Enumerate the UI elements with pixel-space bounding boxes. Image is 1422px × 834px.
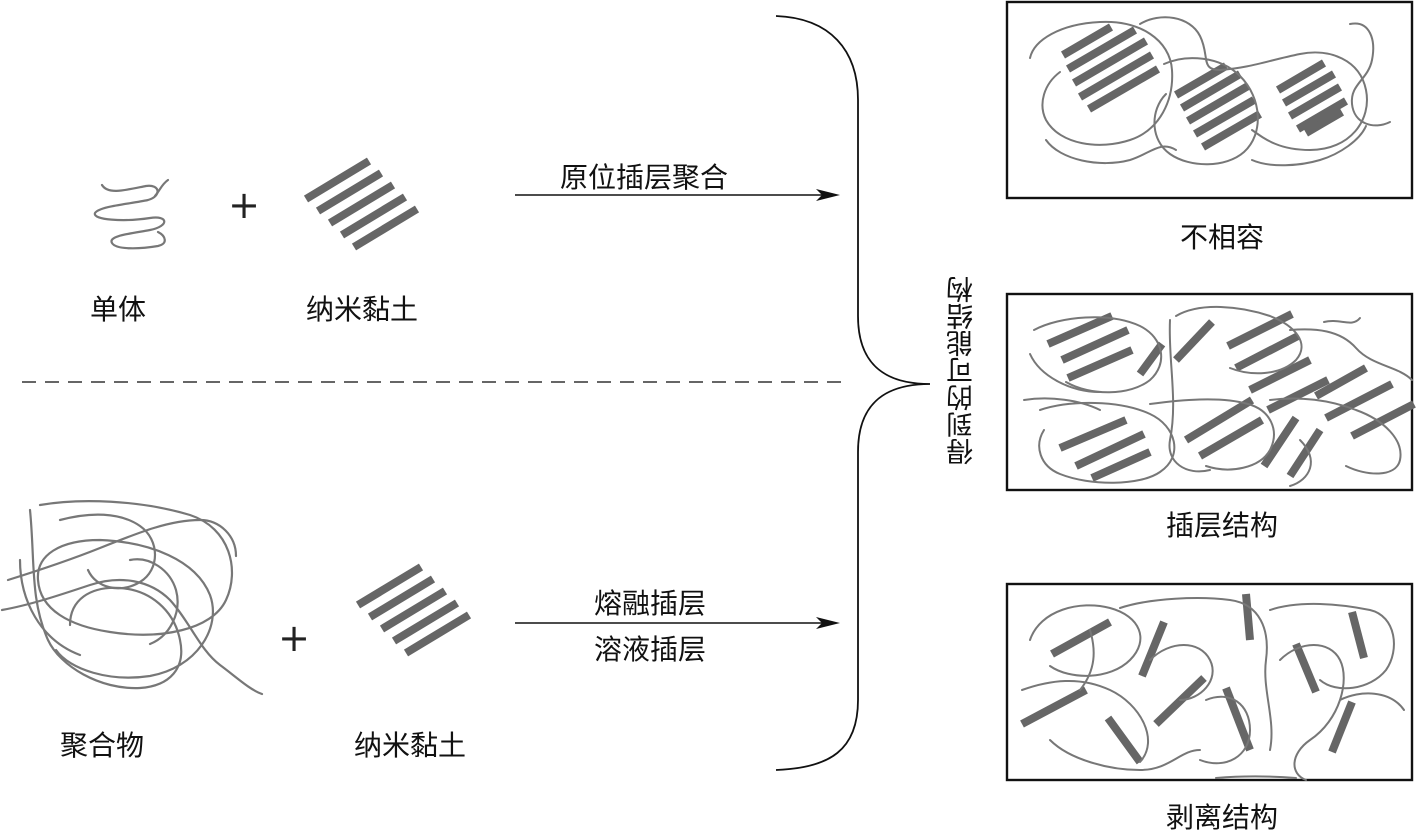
structure-box-intercalated [1005, 292, 1416, 492]
arrow-bottom [515, 617, 840, 629]
arrow-top [515, 189, 840, 201]
structure-label-immiscible: 不相容 [1179, 221, 1265, 254]
clay-label-top: 纳米黏土 [305, 293, 419, 326]
structure-label-intercalated: 插层结构 [1165, 509, 1279, 542]
monomer-label: 单体 [89, 293, 147, 326]
process-label-in-situ: 原位插层聚合 [559, 161, 729, 194]
curly-brace [775, 15, 931, 771]
process-label-solution: 溶液插层 [593, 633, 707, 666]
clay-stack-bottom-icon [355, 563, 472, 657]
process-label-melt: 熔融插层 [593, 587, 707, 620]
structure-box-exfoliated [1005, 582, 1414, 782]
plus-bottom: + [278, 616, 310, 660]
clay-label-bottom: 纳米黏土 [353, 729, 467, 762]
monomer-icon [93, 178, 170, 250]
structure-label-exfoliated: 剥离结构 [1165, 801, 1279, 834]
polymer-tangle-icon [0, 500, 264, 696]
polymer-label: 聚合物 [59, 729, 145, 762]
result-label: 得到的可能结构 [947, 276, 978, 465]
plus-top: + [228, 183, 260, 227]
structure-box-immiscible [1005, 0, 1414, 200]
clay-stack-top-icon [303, 157, 420, 251]
